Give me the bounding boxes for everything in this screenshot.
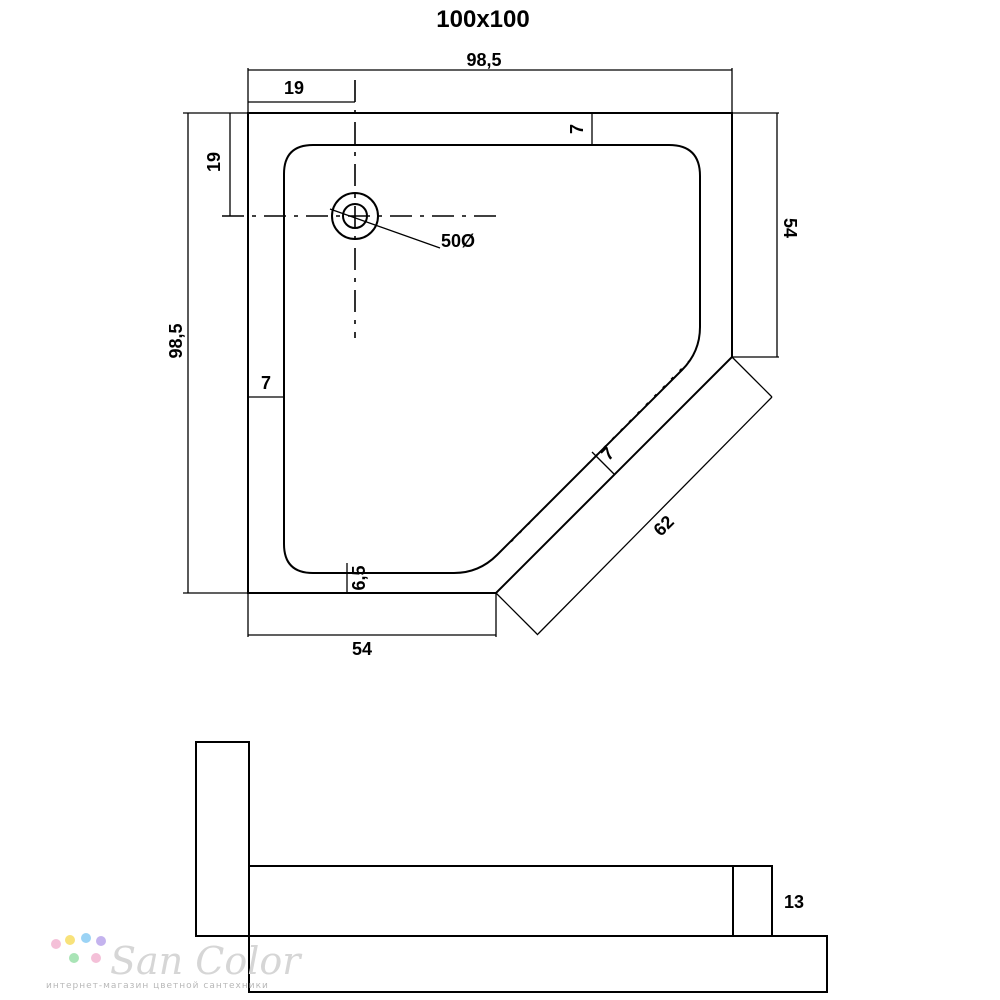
logo-wordmark: San Color xyxy=(110,939,303,983)
logo-dot xyxy=(51,939,61,949)
drain-leader-line xyxy=(329,208,441,249)
dim-overall-width xyxy=(247,68,733,113)
section-height-label: 13 xyxy=(784,892,804,912)
top-view: 50Ø 98,5 19 98,5 19 7 7 xyxy=(166,50,800,659)
logo-dot xyxy=(81,933,91,943)
drain-offset-y-label: 19 xyxy=(204,152,224,172)
dim-bottom-side xyxy=(247,593,497,637)
logo-dot xyxy=(91,953,101,963)
drain-diameter-label: 50Ø xyxy=(441,231,475,251)
logo-tagline: интернет-магазин цветной сантехники xyxy=(46,981,269,991)
rim-left-label: 7 xyxy=(261,373,271,393)
tray-outer-outline xyxy=(247,112,733,594)
bottom-side-label: 54 xyxy=(352,639,372,659)
logo-dot xyxy=(69,953,79,963)
logo-dot xyxy=(96,936,106,946)
tray-inner-basin xyxy=(283,144,701,574)
dim-rim-diagonal xyxy=(591,451,615,475)
dim-overall-height xyxy=(183,112,248,594)
rim-top-label: 7 xyxy=(567,124,587,134)
dim-right-side xyxy=(732,112,779,358)
logo-dot xyxy=(65,935,75,945)
section-tray-profile xyxy=(249,865,773,936)
rim-bottom-label: 6,5 xyxy=(349,565,369,590)
overall-height-label: 98,5 xyxy=(166,323,186,358)
right-side-label: 54 xyxy=(780,218,800,238)
section-wall-hatched xyxy=(195,741,250,937)
dim-diagonal-side xyxy=(495,356,773,636)
overall-width-label: 98,5 xyxy=(466,50,501,70)
drain-offset-x-label: 19 xyxy=(284,78,304,98)
sancolor-logo: San Color интернет-магазин цветной санте… xyxy=(46,933,303,991)
section-floor-hatched xyxy=(248,935,828,993)
drawing-title: 100x100 xyxy=(436,6,529,33)
section-view: 13 xyxy=(195,741,828,993)
drain xyxy=(222,80,498,338)
